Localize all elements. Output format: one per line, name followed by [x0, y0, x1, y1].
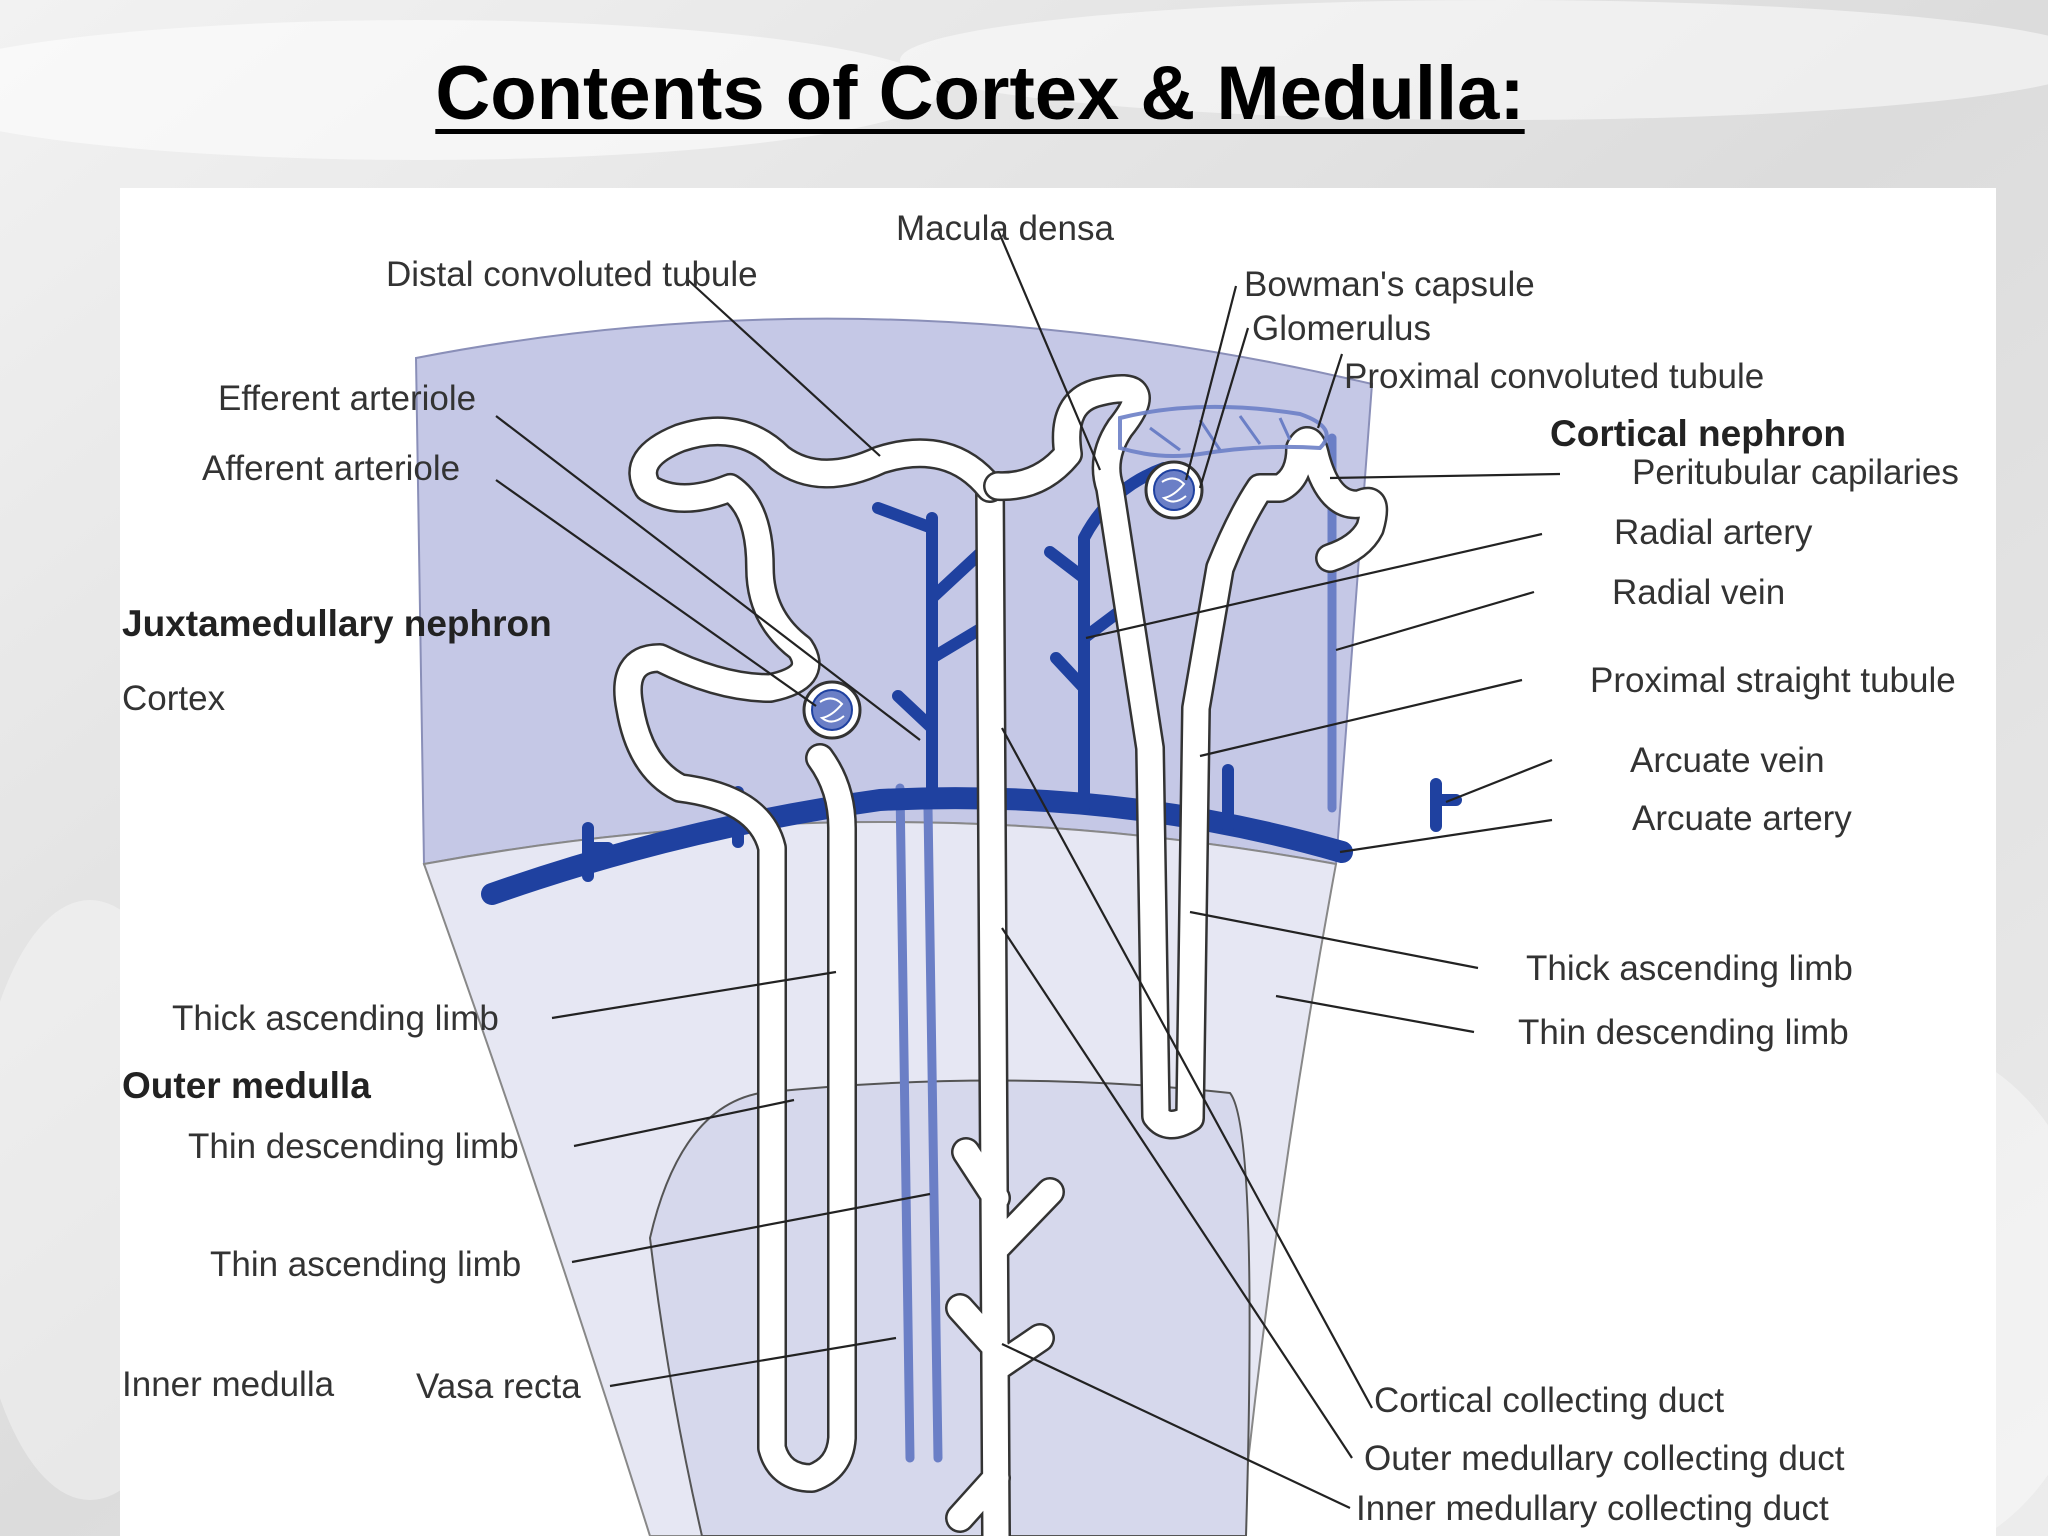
label-macula-densa: Macula densa — [896, 209, 1114, 248]
collecting-duct — [947, 473, 1063, 1536]
label-distal-convoluted-tubule: Distal convoluted tubule — [386, 255, 758, 294]
label-outer-medulla: Outer medulla — [122, 1065, 371, 1106]
label-inner-medullary-collecting-duct: Inner medullary collecting duct — [1356, 1489, 1829, 1528]
label-arcuate-artery: Arcuate artery — [1632, 799, 1852, 838]
label-inner-medulla: Inner medulla — [122, 1365, 335, 1404]
label-vasa-recta: Vasa recta — [416, 1367, 581, 1406]
glomerulus-cortical — [1144, 460, 1204, 520]
label-arcuate-vein: Arcuate vein — [1630, 741, 1825, 780]
label-afferent-arteriole: Afferent arteriole — [202, 449, 460, 488]
label-proximal-straight-tubule: Proximal straight tubule — [1590, 661, 1956, 700]
slide-title: Contents of Cortex & Medulla: — [435, 51, 1525, 136]
glomerulus-juxtamedullary — [802, 680, 862, 740]
label-thin-ascending-limb: Thin ascending limb — [210, 1245, 521, 1284]
label-radial-vein: Radial vein — [1612, 573, 1785, 612]
label-glomerulus: Glomerulus — [1252, 309, 1431, 348]
label-radial-artery: Radial artery — [1614, 513, 1813, 552]
label-peritubular-capillaries: Peritubular capilaries — [1632, 453, 1959, 492]
label-thick-ascending-limb-right: Thick ascending limb — [1526, 949, 1853, 988]
radial-artery-left — [872, 502, 994, 806]
vasa-recta-2 — [923, 803, 943, 1463]
kidney-diagram: Macula densa Distal convoluted tubule Bo… — [120, 188, 1996, 1536]
label-proximal-convoluted-tubule: Proximal convoluted tubule — [1344, 357, 1764, 396]
leader-lines — [495, 229, 1561, 1509]
kidney-diagram-svg: Macula densa Distal convoluted tubule Bo… — [120, 188, 1996, 1536]
label-bowmans-capsule: Bowman's capsule — [1244, 265, 1535, 304]
label-cortical-nephron: Cortical nephron — [1550, 413, 1846, 454]
label-thin-descending-limb-left: Thin descending limb — [188, 1127, 519, 1166]
label-juxtamedullary-nephron: Juxtamedullary nephron — [122, 603, 552, 644]
label-cortex: Cortex — [122, 679, 226, 718]
label-outer-medullary-collecting-duct: Outer medullary collecting duct — [1364, 1439, 1845, 1478]
cortical-nephron — [985, 376, 1386, 1137]
label-cortical-collecting-duct: Cortical collecting duct — [1374, 1381, 1724, 1420]
label-efferent-arteriole: Efferent arteriole — [218, 379, 476, 418]
label-thin-descending-limb-right: Thin descending limb — [1518, 1013, 1849, 1052]
label-thick-ascending-limb-left: Thick ascending limb — [172, 999, 499, 1038]
vasa-recta — [895, 783, 915, 1463]
peritubular-capillaries — [1118, 404, 1329, 458]
arcuate-stub-1 — [582, 822, 614, 882]
juxtamedullary-nephron — [615, 418, 1003, 1491]
peritubular-capillaries-2 — [1149, 415, 1292, 452]
